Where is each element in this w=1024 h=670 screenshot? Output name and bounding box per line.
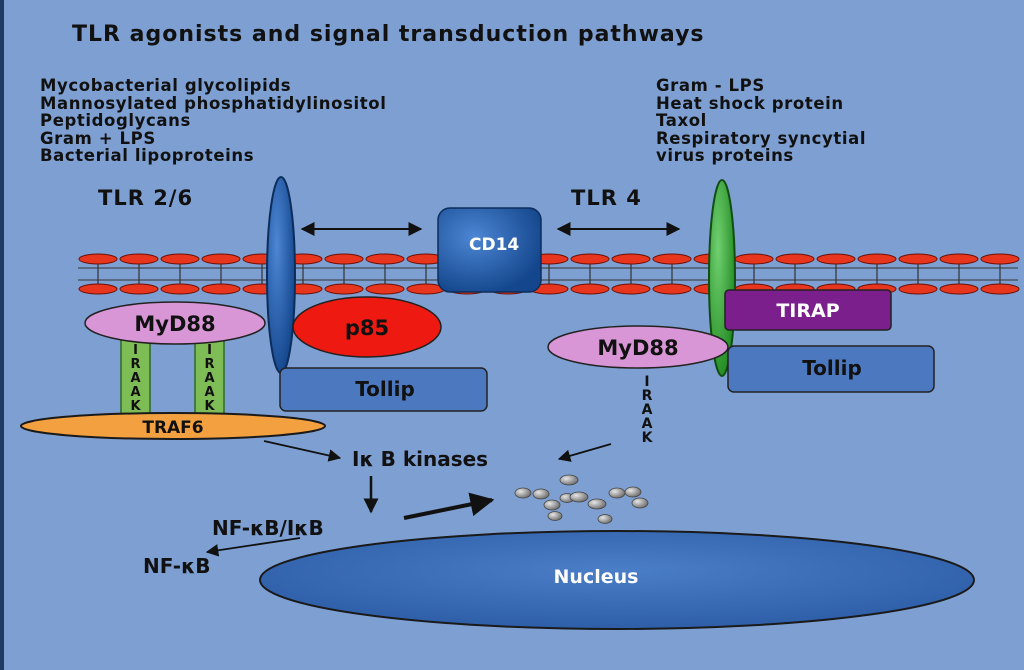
lipid-head: [734, 253, 774, 265]
agonist-item: Gram + LPS: [40, 128, 156, 148]
p85-label: p85: [345, 316, 389, 340]
lipid-head: [119, 253, 159, 265]
fragment: [547, 511, 563, 521]
cd14-protein: [437, 207, 542, 293]
lipid-head: [980, 283, 1020, 295]
arrow-traf6-to-ikk: [263, 440, 342, 462]
fragment: [587, 498, 607, 510]
fragment: [543, 499, 561, 511]
nucleus: [259, 530, 975, 630]
lipid-head: [652, 283, 692, 295]
fragment: [569, 491, 589, 503]
lipid-head: [78, 283, 118, 295]
myd88-left-label: MyD88: [134, 312, 215, 336]
lipid-head: [324, 283, 364, 295]
lipid-head: [201, 253, 241, 265]
fragment: [514, 487, 532, 499]
lipid-head: [857, 253, 897, 265]
tlr4-label: TLR 4: [571, 186, 642, 210]
lipid-head: [611, 253, 651, 265]
lipid-head: [365, 253, 405, 265]
lipid-head: [570, 253, 610, 265]
tirap-label: TIRAP: [776, 300, 839, 322]
lipid-head: [365, 283, 405, 295]
cd14-label: CD14: [469, 235, 519, 255]
traf6-protein: [20, 412, 326, 440]
fragment: [608, 487, 626, 499]
fragment: [631, 497, 649, 509]
fragment: [532, 488, 550, 500]
agonist-item: virus proteins: [656, 146, 794, 166]
nfkb-ikb-label: NF-κB/IκB: [212, 516, 324, 540]
lipid-head: [898, 253, 938, 265]
tlr26-receptor: [266, 176, 296, 374]
nfkb-label: NF-κB: [143, 554, 211, 578]
agonist-item: Mycobacterial glycolipids: [40, 76, 292, 95]
fragment: [597, 514, 613, 524]
agonist-item: Bacterial lipoproteins: [40, 146, 255, 166]
lipid-head: [898, 283, 938, 295]
lipid-head: [78, 253, 118, 265]
diagram-title: TLR agonists and signal transduction pat…: [72, 22, 705, 47]
ikb-degradation-fragments: [514, 474, 649, 524]
lipid-head: [119, 283, 159, 295]
lipid-head: [160, 253, 200, 265]
irak-column: [120, 332, 151, 420]
lipid-head: [611, 283, 651, 295]
agonist-item: Heat shock protein: [656, 93, 844, 113]
fragment: [624, 486, 642, 498]
lipid-head: [939, 253, 979, 265]
lipid-head: [160, 283, 200, 295]
lipid-head: [816, 253, 856, 265]
agonist-item: Gram - LPS: [656, 76, 765, 95]
agonist-list-tlr26: Mycobacterial glycolipids Mannosylated p…: [40, 77, 386, 165]
tlr26-label: TLR 2/6: [98, 186, 194, 210]
agonist-item: Mannosylated phosphatidylinositol: [40, 93, 387, 113]
arrow-to-nfkb: [205, 537, 301, 557]
ikb-kinases-label: Iκ B kinases: [352, 447, 488, 471]
lipid-head: [652, 253, 692, 265]
lipid-head: [201, 283, 241, 295]
agonist-item: Peptidoglycans: [40, 111, 191, 131]
fragment: [559, 474, 579, 486]
myd88-right: [547, 325, 729, 369]
myd88-right-label: MyD88: [597, 336, 678, 360]
lipid-head: [324, 253, 364, 265]
tollip-left-label: Tollip: [355, 377, 415, 401]
tollip-right-label: Tollip: [802, 356, 862, 380]
arrow-to-degradation: [403, 492, 495, 520]
agonist-item: Respiratory syncytial: [656, 128, 867, 148]
myd88-left: [84, 301, 266, 345]
tollip-left: [279, 367, 488, 412]
lipid-head: [775, 253, 815, 265]
nucleus-label: Nucleus: [554, 566, 639, 588]
arrow-irak-to-ikk: [557, 443, 612, 462]
cell-membrane: [78, 253, 1020, 295]
agonist-item: Taxol: [656, 111, 707, 131]
tirap-protein: [724, 289, 892, 331]
agonist-list-tlr4: Gram - LPS Heat shock protein Taxol Resp…: [656, 77, 866, 165]
lipid-head: [570, 283, 610, 295]
lipid-head: [980, 253, 1020, 265]
lipid-head: [939, 283, 979, 295]
tollip-right: [727, 345, 935, 393]
traf6-label: TRAF6: [142, 418, 203, 438]
p85-protein: [292, 296, 442, 358]
